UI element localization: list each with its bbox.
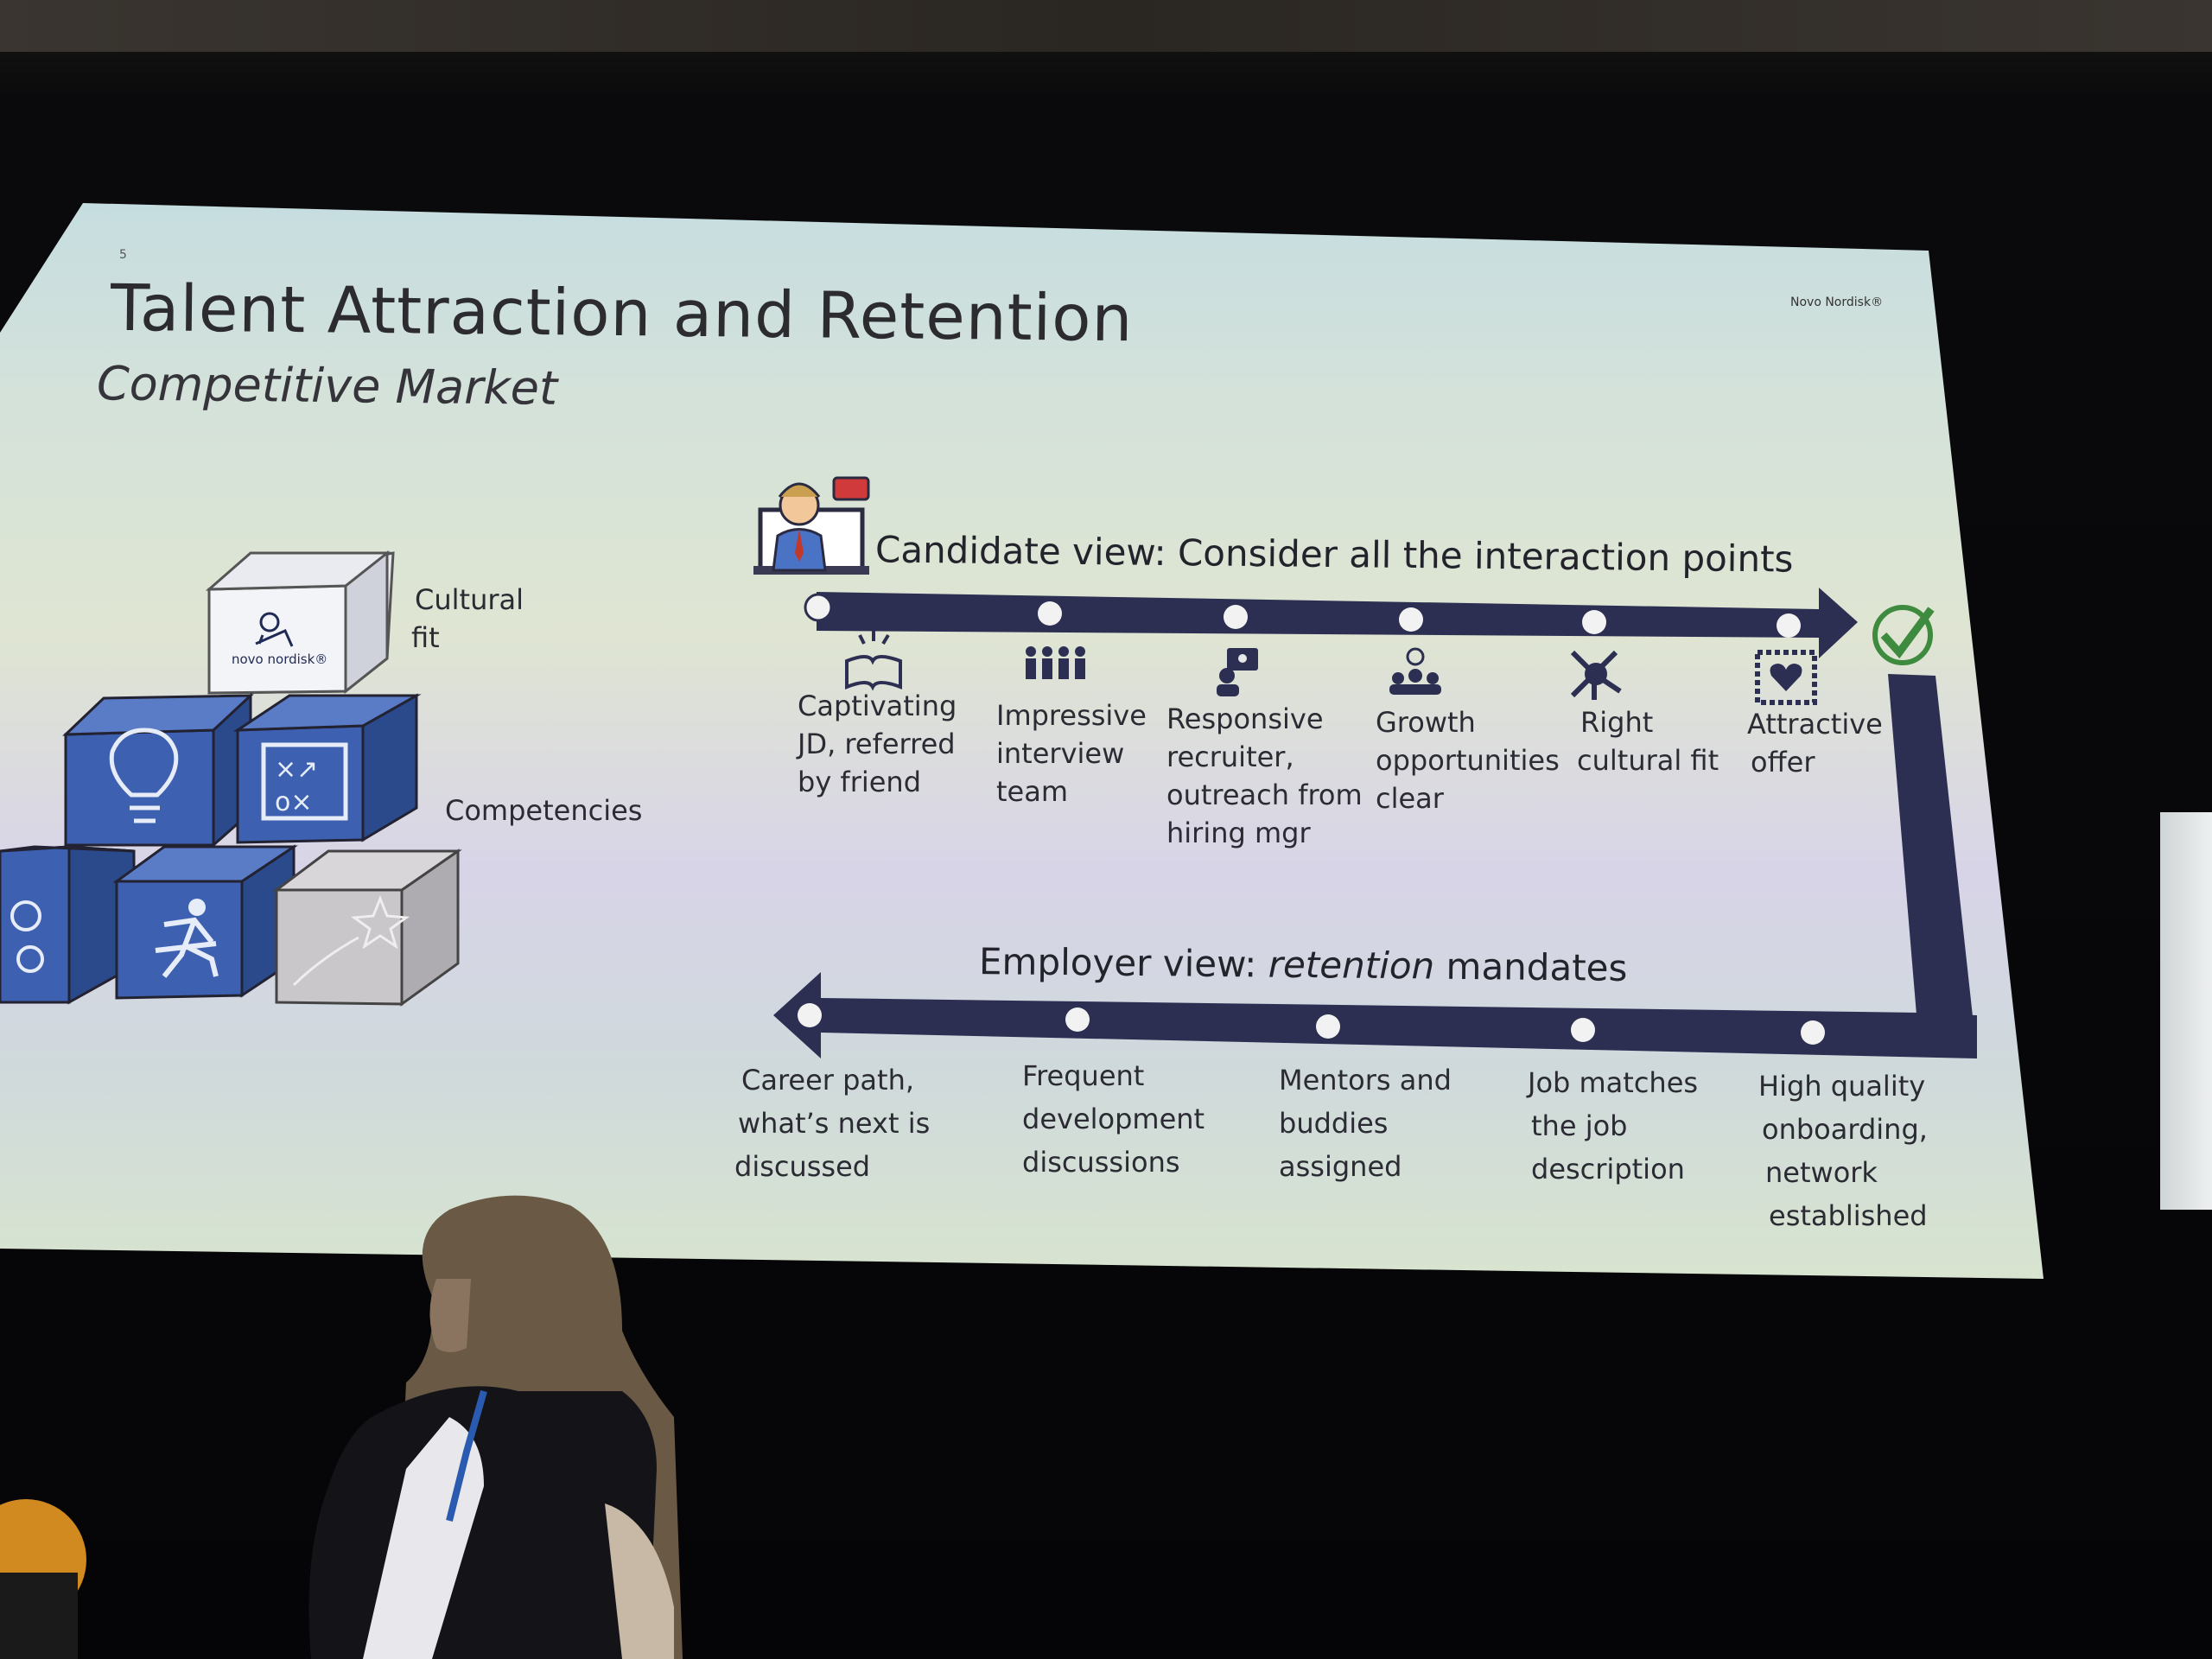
step-line: cultural fit: [1577, 744, 1719, 777]
step-line: High quality: [1758, 1070, 1926, 1103]
step-line: JD, referred: [798, 728, 956, 760]
candidate-avatar-icon: [753, 476, 870, 575]
step-line: established: [1769, 1199, 1928, 1232]
candidate-step-1: Captivating JD, referred by friend: [798, 687, 957, 801]
novo-nordisk-logo: novo nordisk®: [232, 612, 327, 667]
svg-text:×↗: ×↗: [275, 754, 318, 785]
employer-step-4: Job matches the job description: [1528, 1061, 1698, 1191]
employer-heading-post: mandates: [1433, 944, 1628, 989]
step-line: Frequent: [1022, 1059, 1145, 1092]
step-line: what’s next is: [738, 1107, 931, 1140]
step-line: Attractive: [1747, 708, 1883, 741]
step-line: Right: [1580, 706, 1654, 739]
step-line: discussed: [734, 1150, 871, 1183]
step-line: assigned: [1279, 1150, 1402, 1183]
step-line: by friend: [798, 766, 922, 798]
step-line: buddies: [1279, 1107, 1389, 1140]
team-idea-cube: [0, 845, 136, 1005]
group-idea-icon: [1389, 647, 1441, 695]
step-line: recruiter,: [1166, 741, 1294, 773]
step-line: network: [1765, 1156, 1878, 1189]
step-line: outreach from: [1166, 779, 1363, 811]
recruiter-chat-icon: [1217, 648, 1258, 696]
step-line: Growth: [1376, 706, 1476, 739]
candidate-step-4: Growth opportunities clear: [1376, 703, 1560, 817]
step-line: Impressive: [996, 699, 1147, 732]
employer-heading: Employer view: retention mandates: [979, 940, 1628, 989]
strategy-cube: ×↗ o×: [232, 693, 422, 844]
step-line: hiring mgr: [1166, 817, 1311, 849]
side-panel: [2160, 812, 2212, 1210]
logo-text: novo nordisk®: [232, 652, 327, 667]
check-circle-icon: [1872, 605, 1935, 665]
candidate-timeline-dots: [804, 593, 1801, 638]
page-number: 5: [119, 248, 127, 262]
candidate-timeline-arrow: [817, 588, 1858, 658]
label-fit: fit: [411, 621, 440, 654]
ceiling: [0, 0, 2212, 52]
label-competencies: Competencies: [445, 794, 643, 827]
step-line: discussions: [1022, 1146, 1180, 1179]
speaker-silhouette: [308, 1195, 683, 1659]
candidate-step-5: Right cultural fit: [1577, 703, 1719, 779]
brand-label: Novo Nordisk®: [1790, 296, 1884, 309]
step-line: offer: [1751, 746, 1815, 779]
stamp-heart-icon: [1755, 650, 1817, 705]
step-line: opportunities: [1376, 744, 1560, 777]
step-line: development: [1022, 1103, 1205, 1135]
label-cultural: Cultural: [415, 583, 524, 616]
svg-text:o×: o×: [275, 787, 313, 817]
step-line: interview: [996, 737, 1125, 770]
step-line: Captivating: [798, 690, 957, 722]
step-line: Job matches: [1528, 1066, 1699, 1099]
top-cube: [205, 550, 395, 695]
step-line: onboarding,: [1762, 1113, 1928, 1146]
step-line: Career path,: [741, 1064, 915, 1096]
employer-step-5: High quality onboarding, network establi…: [1758, 1065, 1928, 1237]
employer-step-1: Career path, what’s next is discussed: [734, 1058, 930, 1188]
employer-timeline-arrow: [773, 972, 1977, 1058]
puzzle-arrows-icon: [1570, 650, 1622, 700]
candidate-step-2: Impressive interview team: [996, 696, 1147, 810]
step-line: the job: [1531, 1109, 1628, 1142]
lightbulb-cube: [62, 692, 254, 849]
book-sparkle-icon: [845, 631, 902, 691]
step-line: clear: [1376, 782, 1444, 815]
team-icon: [1026, 646, 1085, 679]
employer-timeline-dots: [798, 1003, 1825, 1045]
employer-heading-pre: Employer view:: [978, 940, 1268, 986]
step-line: description: [1531, 1153, 1685, 1185]
connector-vertical-arrow: [1888, 674, 1977, 1056]
runner-cube: [112, 844, 298, 1000]
candidate-step-3: Responsive recruiter, outreach from hiri…: [1166, 700, 1363, 852]
step-line: team: [996, 775, 1069, 808]
employer-step-2: Frequent development discussions: [1022, 1054, 1205, 1184]
step-line: Responsive: [1166, 702, 1324, 735]
stage-prop: [0, 1499, 86, 1659]
star-cube: [272, 849, 462, 1007]
employer-step-3: Mentors and buddies assigned: [1279, 1058, 1452, 1188]
step-line: Mentors and: [1279, 1064, 1452, 1096]
candidate-step-6: Attractive offer: [1747, 705, 1883, 781]
employer-heading-em: retention: [1268, 943, 1435, 988]
